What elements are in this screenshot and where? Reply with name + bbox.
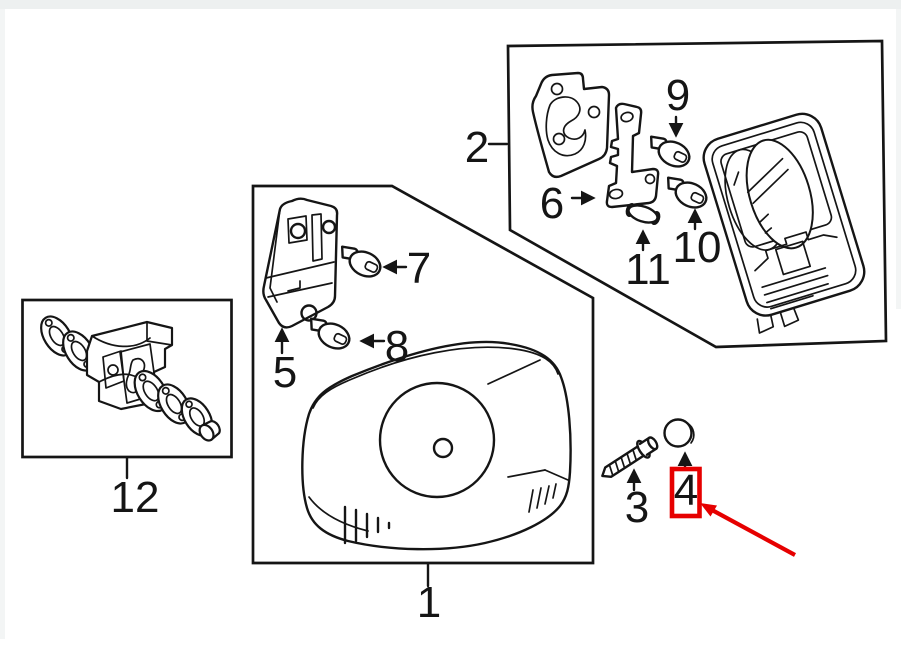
tail-lamp-lens-drawing bbox=[301, 340, 572, 551]
part-label-8: 8 bbox=[385, 322, 409, 371]
page-edge-left bbox=[0, 9, 5, 639]
part-label-5: 5 bbox=[273, 348, 297, 397]
part-label-11: 11 bbox=[625, 245, 671, 294]
highlight-arrow-line bbox=[710, 508, 797, 557]
gasket-plate-drawing bbox=[531, 71, 611, 179]
bulb-8-drawing bbox=[309, 317, 351, 350]
cap-4-drawing bbox=[663, 418, 695, 448]
tail-lamp-housing-drawing bbox=[702, 112, 866, 334]
bracket-assembly-12-drawing bbox=[40, 315, 221, 442]
part-label-9: 9 bbox=[666, 71, 690, 120]
mount-bracket-5-drawing bbox=[262, 197, 339, 329]
part-label-2: 2 bbox=[465, 123, 489, 172]
bulb-11-drawing bbox=[625, 202, 661, 226]
part-label-6: 6 bbox=[540, 179, 564, 228]
highlight-annotation bbox=[669, 466, 797, 557]
part-label-1: 1 bbox=[417, 578, 441, 627]
screw-3-drawing bbox=[601, 436, 659, 478]
page-edge-right bbox=[896, 9, 901, 309]
highlight-box bbox=[669, 466, 702, 519]
part-label-4: 4 bbox=[674, 466, 698, 515]
page-edge-top bbox=[0, 0, 901, 9]
bracket-6-drawing bbox=[605, 102, 660, 209]
bulb-9-drawing bbox=[649, 135, 691, 168]
bulb-7-drawing bbox=[340, 245, 382, 278]
part-label-7: 7 bbox=[407, 244, 431, 293]
highlight-arrow-head bbox=[700, 503, 717, 517]
part-label-10: 10 bbox=[673, 223, 722, 272]
bulb-10-drawing bbox=[666, 176, 708, 209]
part-label-3: 3 bbox=[625, 483, 649, 532]
part-label-12: 12 bbox=[111, 473, 160, 522]
